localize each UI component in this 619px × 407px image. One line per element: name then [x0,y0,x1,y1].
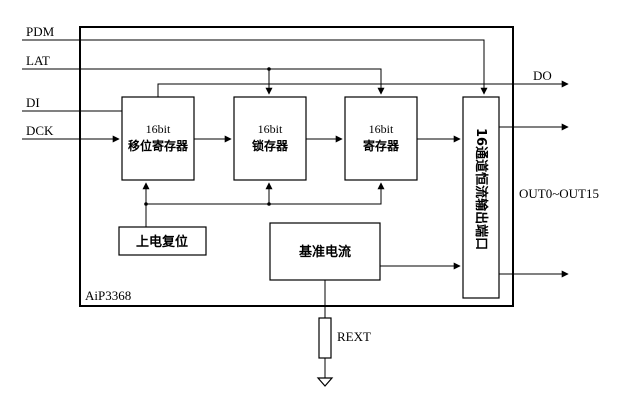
latch-name: 锁存器 [252,138,289,153]
ground-icon [316,377,334,387]
lat-wire [22,68,385,95]
rext-label: REXT [337,329,371,344]
lat-label: LAT [26,53,50,68]
di-label: DI [26,95,40,110]
shift-register-bits: 16bit [146,122,171,136]
pdm-wire [22,39,488,95]
chip-outline [79,26,514,307]
lat-junction [267,67,271,71]
dck-label: DCK [26,123,54,138]
rext-resistor-icon [318,317,332,359]
reset-bus-wire [146,182,385,205]
do-wire [157,80,569,97]
output-port-name: 16通道恒流输出端口 [473,128,489,250]
latch-bits: 16bit [258,122,283,136]
register-name: 寄存器 [363,138,400,153]
out-range-label: OUT0~OUT15 [519,186,599,201]
power-on-reset-name: 上电复位 [136,234,188,250]
power-on-reset-block [118,226,207,256]
pdm-label: PDM [26,24,55,39]
shift-register-name: 移位寄存器 [128,138,189,153]
register-bits: 16bit [369,122,394,136]
latch-block [233,96,307,181]
do-label: DO [533,68,552,83]
output-port-block [462,96,500,299]
chip-name-label: AiP3368 [85,288,131,303]
reset-junction-mid [267,202,271,206]
reference-current-block [269,222,381,281]
reference-current-name: 基准电流 [298,244,351,260]
reset-junction-left [144,202,148,206]
